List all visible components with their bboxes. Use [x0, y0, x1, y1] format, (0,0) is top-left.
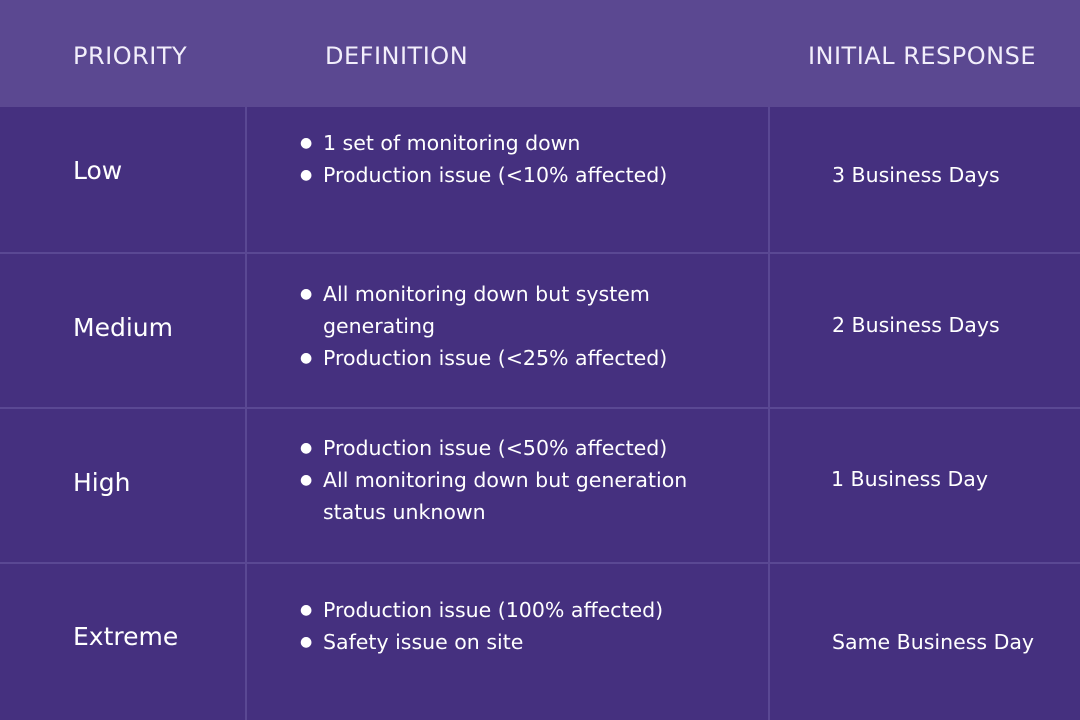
header-initial-response: INITIAL RESPONSE: [807, 42, 1036, 70]
priority-label: Low: [73, 156, 123, 185]
initial-response: 1 Business Day: [831, 467, 988, 491]
bullet-icon: ●: [300, 286, 313, 302]
initial-response: 2 Business Days: [832, 313, 1000, 337]
definition-list: ● All monitoring down but system generati…: [300, 278, 730, 374]
bullet-icon: ●: [300, 135, 313, 151]
definition-text: Production issue (100% affected): [323, 598, 664, 622]
table-row-medium: Medium ● All monitoring down but system g…: [0, 254, 1080, 407]
definition-item: ● Production issue (<25% affected): [300, 342, 730, 374]
definition-text: Production issue (<10% affected): [323, 163, 668, 187]
definition-list: ● Production issue (<50% affected) ● All m…: [300, 432, 730, 528]
definition-text: 1 set of monitoring down: [323, 131, 581, 155]
column-divider: [768, 107, 770, 720]
table-row-low: Low ● 1 set of monitoring down ● Productio…: [0, 107, 1080, 252]
bullet-icon: ●: [300, 350, 313, 366]
priority-label: Medium: [73, 313, 173, 342]
definition-item: ● All monitoring down but generation stat…: [300, 464, 730, 528]
row-divider: [0, 407, 1080, 409]
priority-label: Extreme: [73, 622, 179, 651]
definition-text: Production issue (<50% affected): [323, 436, 668, 460]
definition-item: ● All monitoring down but system generati…: [300, 278, 730, 342]
definition-item: ● Production issue (100% affected): [300, 594, 730, 626]
definition-item: ● Production issue (<10% affected): [300, 159, 730, 191]
priority-label: High: [73, 468, 131, 497]
definition-text: All monitoring down but system generatin…: [323, 282, 650, 338]
definition-list: ● Production issue (100% affected) ● Safet…: [300, 594, 730, 658]
header-definition: DEFINITION: [325, 42, 469, 70]
initial-response: 3 Business Days: [832, 163, 1000, 187]
definition-item: ● Production issue (<50% affected): [300, 432, 730, 464]
table-header: PRIORITY DEFINITION INITIAL RESPONSE: [0, 0, 1080, 107]
definition-list: ● 1 set of monitoring down ● Production is…: [300, 127, 730, 191]
definition-text: Safety issue on site: [323, 630, 524, 654]
table-row-high: High ● Production issue (<50% affected) ●…: [0, 409, 1080, 562]
row-divider: [0, 562, 1080, 564]
header-priority: PRIORITY: [73, 42, 188, 70]
bullet-icon: ●: [300, 602, 313, 618]
column-divider: [245, 107, 247, 720]
definition-item: ● 1 set of monitoring down: [300, 127, 730, 159]
bullet-icon: ●: [300, 167, 313, 183]
row-divider: [0, 252, 1080, 254]
definition-text: All monitoring down but generation statu…: [323, 468, 688, 524]
initial-response: Same Business Day: [832, 630, 1035, 654]
definition-text: Production issue (<25% affected): [323, 346, 668, 370]
bullet-icon: ●: [300, 472, 313, 488]
bullet-icon: ●: [300, 634, 313, 650]
bullet-icon: ●: [300, 440, 313, 456]
table-row-extreme: Extreme ● Production issue (100% affected…: [0, 564, 1080, 720]
definition-item: ● Safety issue on site: [300, 626, 730, 658]
